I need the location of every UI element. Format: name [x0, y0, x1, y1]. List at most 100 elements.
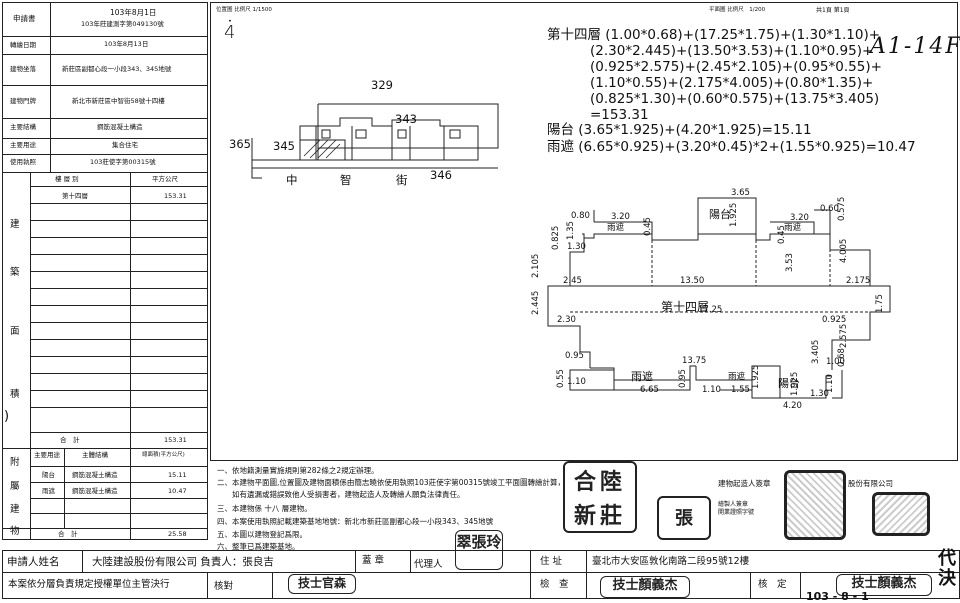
dimension-label: 0.60: [820, 204, 839, 214]
divider: [2, 572, 960, 573]
dimension-label: 1.30: [810, 389, 829, 399]
seal-small: 張: [657, 496, 711, 540]
attached-area-1: 15.11: [168, 471, 187, 479]
license-label: 開業證照字號: [718, 509, 755, 516]
dimension-label: 2.105: [531, 253, 541, 278]
street-char-2: 智: [340, 173, 352, 187]
note-3: 如有遺漏或錯誤致他人受損害者，建物起造人及轉繪人願負法律責任。: [217, 490, 465, 499]
area-row-line: [30, 339, 208, 340]
dimension-label: 2.45: [563, 276, 582, 286]
attached-side-4: 物: [10, 526, 20, 537]
dimension-label: 0.80: [571, 211, 590, 221]
seal-label: 蓋 章: [362, 555, 385, 566]
formula-line-1: 第十四層 (1.00*0.68)+(17.25*1.75)+(1.30*1.10…: [547, 27, 881, 43]
area-row-line: [30, 203, 208, 204]
corner-mark: 代決: [938, 548, 956, 589]
balcony-label-bottom: 陽台: [778, 377, 800, 390]
note-5: 四、本案使用執照記載建築基地地號：新北市新莊區副都心段一小段343、345地號: [217, 517, 494, 526]
dimension-label: 2.30: [557, 315, 576, 325]
drafter-seal: [872, 492, 930, 536]
builder-sign-label: 建物起造人簽章: [718, 479, 771, 488]
dimension-label: 3.20: [611, 212, 630, 222]
area-row-line: [30, 186, 208, 187]
dimension-label: 0.45: [643, 217, 653, 236]
dimension-label: 0.55: [556, 369, 566, 388]
col-area: 平方公尺: [152, 175, 178, 183]
divider: [30, 498, 208, 499]
dimension-label: 0.575: [837, 196, 847, 221]
street-char-1: 中: [286, 173, 298, 187]
side-label-2: 築: [10, 267, 20, 278]
plan-scale: 平面圖 比例尺 1/200: [709, 7, 766, 13]
area-row-line: [30, 407, 208, 408]
formula-line-8: 雨遮 (6.65*0.925)+(3.20*0.45)*2+(1.55*0.92…: [547, 139, 916, 155]
divider: [2, 85, 208, 86]
lot-343: 343: [395, 112, 417, 126]
row-label-location: 建物坐落: [10, 65, 36, 73]
dimension-label: 17.25: [698, 305, 723, 315]
dimension-label: 13.50: [680, 276, 705, 286]
divider: [30, 482, 208, 483]
side-label-4: 積: [10, 389, 20, 400]
divider: [530, 550, 531, 599]
area-row-line: [30, 220, 208, 221]
formula-line-3: (0.925*2.575)+(2.45*2.105)+(0.95*0.55)+: [590, 59, 882, 75]
balcony-label-top: 陽台: [709, 208, 731, 221]
dimension-label: 0.925: [822, 315, 847, 325]
divider: [2, 54, 208, 55]
formula-line-2: (2.30*2.445)+(13.50*3.53)+(1.10*0.95)+: [590, 43, 874, 59]
page-count: 共1頁 第1頁: [816, 7, 850, 14]
divider: [30, 172, 31, 448]
floor-plan-label: 第十四層: [661, 300, 710, 314]
main-structure: 鋼筋混凝土構造: [97, 123, 143, 131]
dimension-label: 0.825: [551, 225, 561, 250]
lot-345: 345: [273, 139, 295, 153]
dimension-label: 3.405: [811, 339, 821, 364]
dimension-label: 3.20: [790, 213, 809, 223]
canopy-label-bottom-left: 雨遮: [631, 370, 653, 383]
verify-stamp: 技士顏義杰: [836, 574, 932, 596]
date-partial: 103 - 8 - 1: [806, 590, 869, 603]
dimension-label: 1.10: [567, 377, 586, 387]
attached-col-structure: 主體結構: [82, 451, 108, 459]
attached-col-area: 總面積(平方公尺): [142, 452, 185, 458]
lot-346: 346: [430, 168, 452, 182]
applicant-value: 大陸建設股份有限公司 負責人：張良吉: [92, 556, 274, 568]
area-row-line: [30, 288, 208, 289]
lot-329: 329: [371, 78, 393, 92]
attached-use-1: 陽台: [42, 471, 55, 479]
area-total-label: 合 計: [60, 436, 80, 444]
attached-side-2: 屬: [10, 481, 20, 492]
attached-structure-2: 鋼筋混凝土構造: [72, 487, 118, 495]
divider: [586, 550, 587, 599]
note-6: 五、本圖以建物登記爲限。: [217, 530, 307, 539]
side-label-3: 面: [10, 326, 20, 337]
floor-area: 153.31: [164, 192, 187, 200]
builder-company-tail: 股份有限公司: [848, 479, 893, 488]
divider: [272, 572, 273, 599]
application-date: 103年8月1日: [110, 8, 157, 17]
attached-structure-1: 鋼筋混凝土構造: [72, 471, 118, 479]
divider: [355, 550, 356, 572]
note-7: 六、整筆已爲建築基地。: [217, 542, 300, 551]
attached-side-3: 建: [10, 504, 20, 515]
canopy-label-top-right: 雨遮: [784, 223, 802, 233]
verify-label: 核 定: [758, 579, 787, 590]
dimension-label: 1.30: [567, 242, 586, 252]
divider: [2, 36, 208, 37]
inspect-label: 檢 查: [540, 579, 569, 590]
dimension-label: 1.55: [731, 385, 750, 395]
divider: [207, 572, 208, 599]
divider: [30, 448, 31, 540]
canopy-label-top-left: 雨遮: [607, 223, 625, 233]
dimension-label: 1.00: [826, 357, 845, 367]
divider: [130, 172, 131, 448]
row-label-address: 建物門牌: [10, 97, 36, 105]
floor-name: 第十四層: [62, 192, 88, 200]
divider: [82, 550, 83, 572]
attached-total-value: 25.58: [168, 530, 187, 538]
area-row-line: [30, 322, 208, 323]
lot-365: 365: [229, 137, 251, 151]
address-value: 臺北市大安區敦化南路二段95號12樓: [592, 556, 750, 567]
